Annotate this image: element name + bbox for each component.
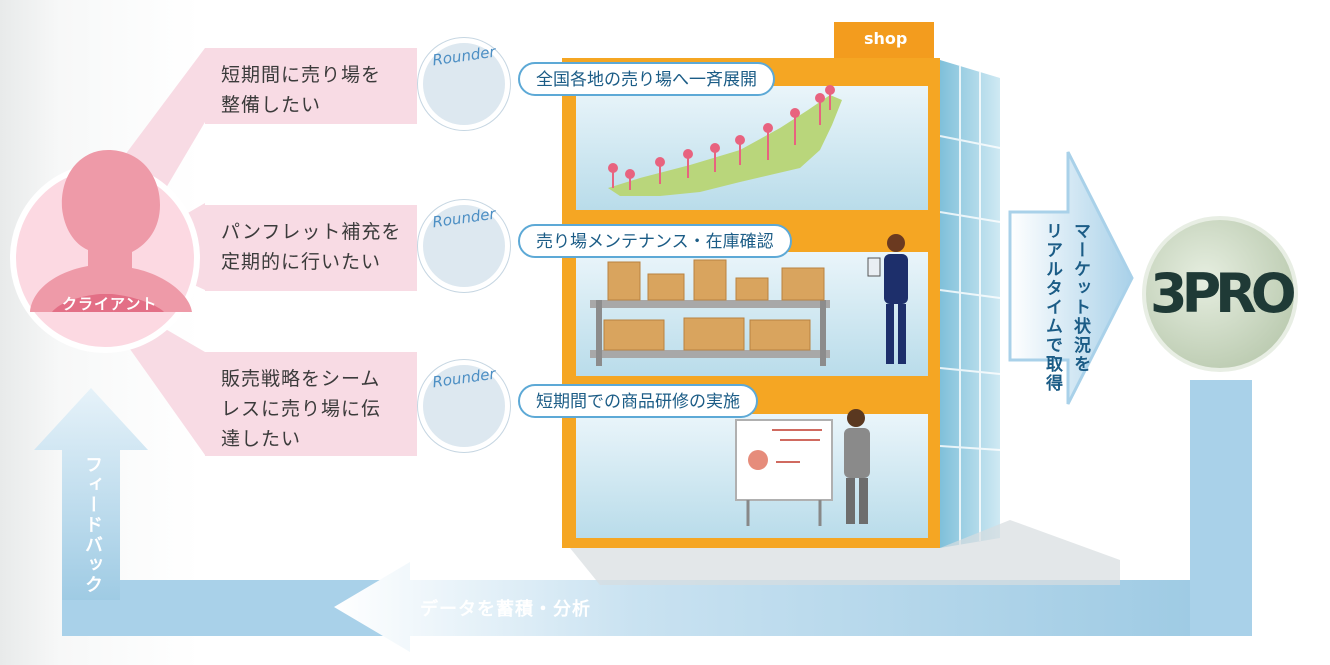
market-arrow-label-1: マーケット状況を [1070, 222, 1090, 374]
3pro-logo-text: 3PRO [1150, 262, 1297, 325]
rounder-badge-2: Rounder [418, 200, 510, 292]
market-arrow [1008, 151, 1134, 405]
client-avatar [10, 150, 200, 353]
3pro-logo [1134, 208, 1306, 380]
feedback-label: フィードバック [82, 455, 103, 595]
rounder-label-1: Rounder [431, 42, 497, 70]
inventory-shelf-illustration [590, 234, 908, 366]
training-board-illustration [735, 409, 870, 526]
rounder-badge-1: Rounder [418, 38, 510, 130]
feedback-arrow [34, 388, 148, 600]
client-need-2: パンフレット補充を 定期的に行いたい [205, 205, 417, 291]
staff-man-figure [844, 409, 870, 524]
service-training: 短期間での商品研修の実施 [518, 384, 758, 418]
client-need-3: 販売戦略をシーム レスに売り場に伝 達したい [205, 352, 417, 456]
client-need-1: 短期間に売り場を 整備したい [205, 48, 417, 124]
service-nationwide: 全国各地の売り場へ一斉展開 [518, 62, 775, 96]
rounder-badge-3: Rounder [418, 360, 510, 452]
market-arrow-label-2: リアルタイムで取得 [1042, 222, 1062, 393]
rounder-label-2: Rounder [431, 204, 497, 232]
japan-map-illustration [608, 85, 842, 196]
client-label: クライアント [62, 295, 158, 313]
data-arrow-label: データを蓄積・分析 [420, 599, 591, 620]
shop-label: shop [864, 29, 908, 48]
staff-woman-figure [867, 234, 908, 364]
rounder-label-3: Rounder [431, 364, 497, 392]
service-maintenance: 売り場メンテナンス・在庫確認 [518, 224, 792, 258]
